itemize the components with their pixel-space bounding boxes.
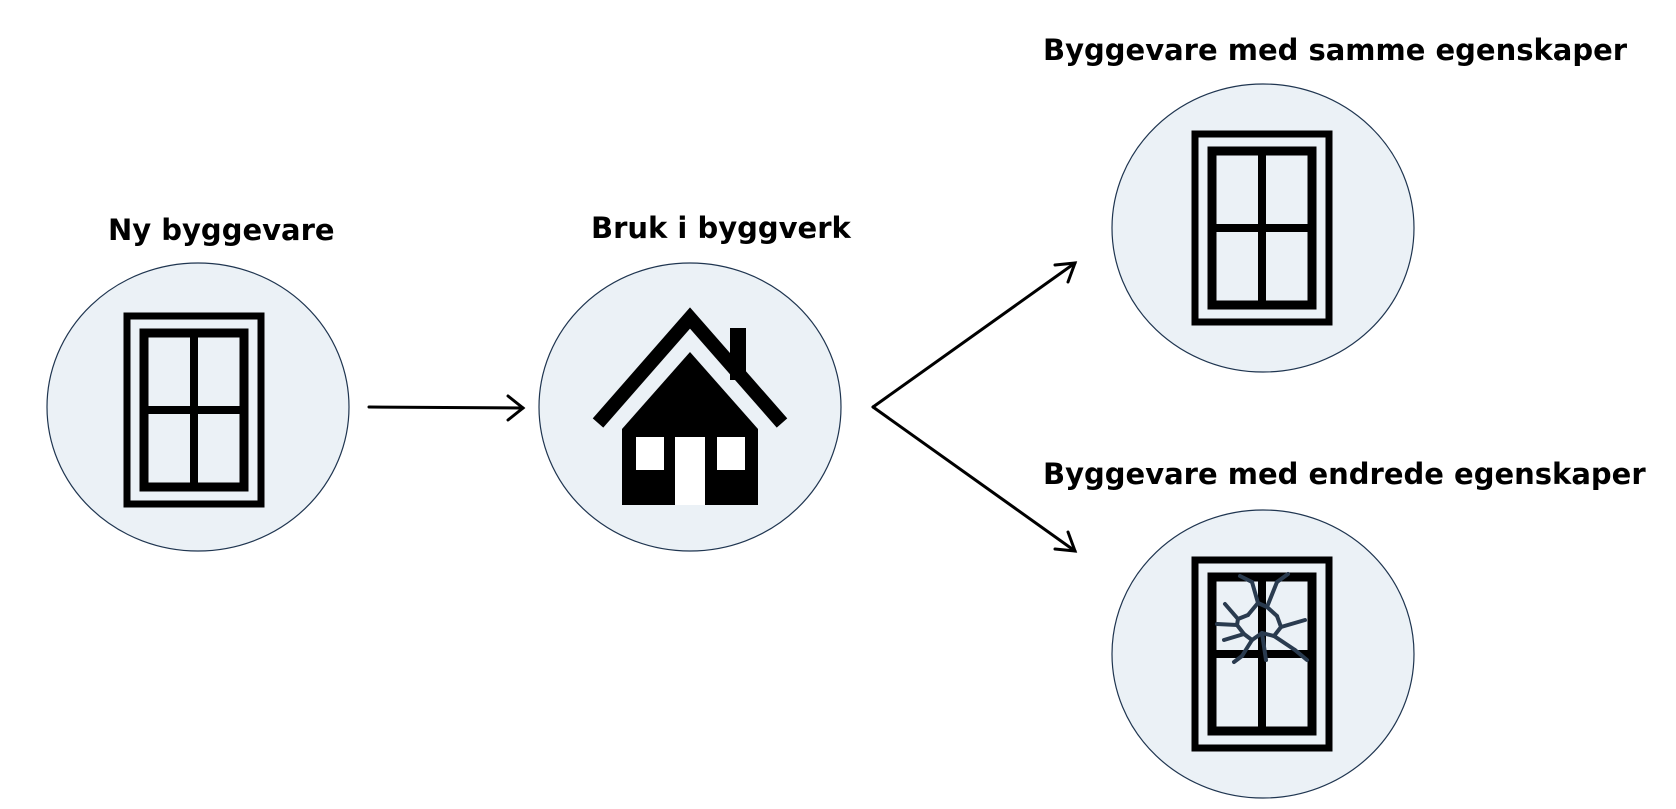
house-icon — [592, 307, 788, 505]
arrow-new-to-use — [367, 394, 526, 422]
window-icon — [127, 316, 261, 504]
node-label-use-in-building: Bruk i byggverk — [591, 211, 851, 245]
arrow-use-to-same — [871, 261, 1078, 409]
node-label-new-product: Ny byggevare — [108, 213, 335, 247]
arrow-use-to-changed — [871, 405, 1078, 553]
node-label-changed-properties: Byggevare med endrede egenskaper — [1043, 457, 1646, 491]
node-label-same-properties: Byggevare med samme egenskaper — [1043, 33, 1628, 67]
window-icon-same — [1195, 134, 1329, 322]
broken-window-icon — [1195, 560, 1329, 748]
